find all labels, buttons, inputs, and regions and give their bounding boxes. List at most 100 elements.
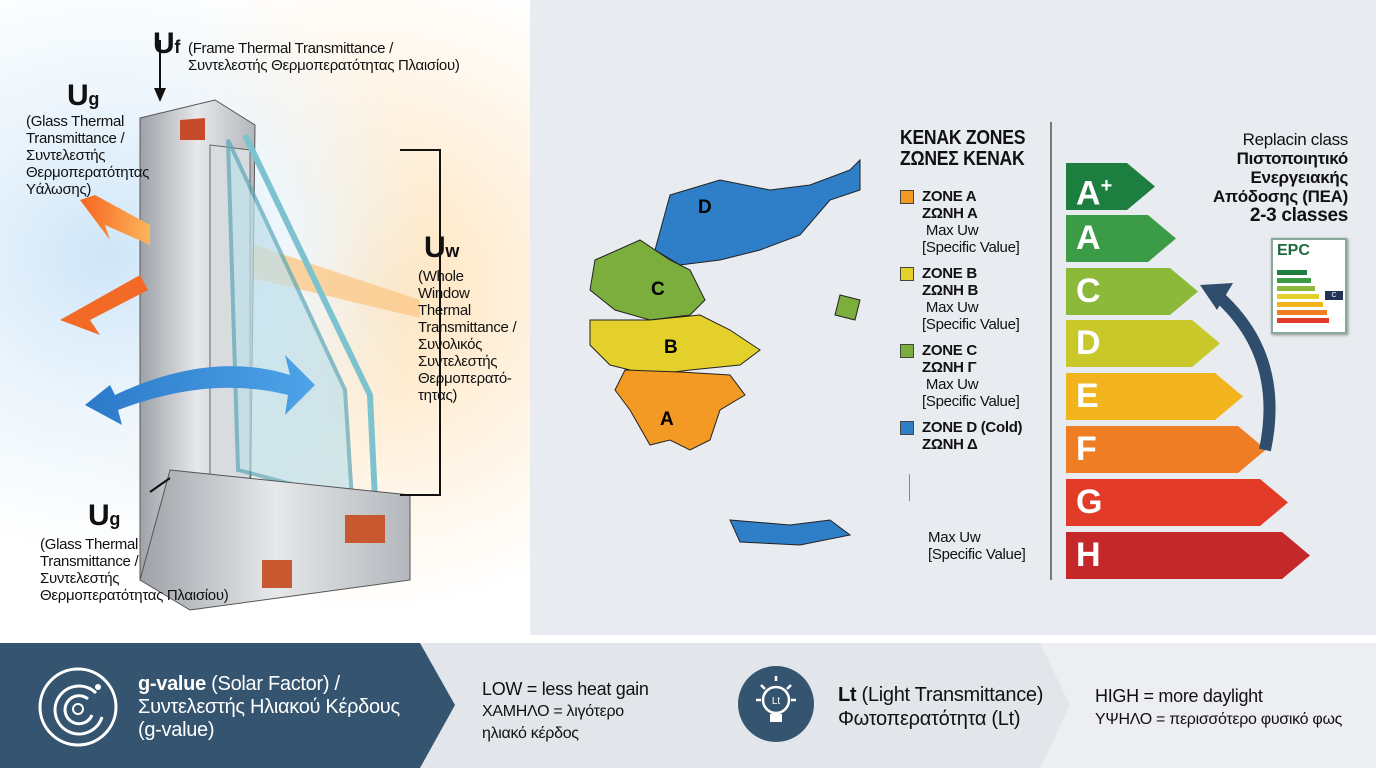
uf-description: (Frame Thermal Transmittance / Συντελεστ… bbox=[188, 40, 460, 74]
zone-note: Max Uw bbox=[925, 376, 979, 393]
light-bulb-icon: Lt bbox=[738, 666, 814, 742]
window-diagram-panel: Uf (Frame Thermal Transmittance / Συντελ… bbox=[0, 0, 530, 640]
zone-a-map-label: A bbox=[660, 409, 674, 430]
zone-d-swatch bbox=[900, 421, 914, 435]
energy-class-g: G bbox=[1066, 479, 1288, 526]
upgrade-arrow-icon bbox=[1200, 283, 1276, 452]
zone-c-region bbox=[589, 239, 706, 321]
island bbox=[834, 294, 861, 321]
uw-bracket bbox=[400, 149, 441, 496]
zone-note: [Specific Value] bbox=[922, 316, 1020, 333]
zone-b-region bbox=[589, 314, 761, 376]
lt-title-bold: Lt bbox=[838, 684, 857, 706]
g-title-gr: Συντελεστής Ηλιακού Κέρδους bbox=[138, 696, 400, 718]
heat-arrow-icon bbox=[80, 195, 150, 245]
energy-class-e: E bbox=[1066, 373, 1243, 420]
class-letter: H bbox=[1076, 536, 1101, 574]
ug-sub: g bbox=[88, 89, 100, 109]
zone-en: ZONE A bbox=[922, 188, 977, 205]
note-line: 2-3 classes bbox=[1249, 205, 1348, 226]
class-letter: C bbox=[1076, 272, 1101, 310]
solar-factor-icon bbox=[38, 667, 118, 747]
ug-symbol: U bbox=[67, 79, 89, 112]
class-sup: + bbox=[1100, 175, 1113, 197]
zone-c-swatch bbox=[900, 344, 914, 358]
desc-line: ΥΨΗΛΟ = περισσότερο φυσικό φως bbox=[1095, 711, 1343, 728]
heat-arrow-icon bbox=[60, 275, 148, 335]
class-letter: G bbox=[1076, 483, 1103, 521]
g-value-description: LOW = less heat gain ΧΑΜΗΛΟ = λιγότερο η… bbox=[482, 679, 649, 744]
bidirectional-arrow-icon bbox=[85, 355, 315, 425]
lt-icon-text: Lt bbox=[772, 696, 781, 707]
energy-class-c: C bbox=[1066, 268, 1198, 315]
note-line: Πιστοποιητικό bbox=[1236, 149, 1349, 168]
ug-sub: g bbox=[109, 509, 121, 529]
zone-gr: ΖΩΝΗ Γ bbox=[922, 359, 977, 376]
legend-title-en: KENAK ZONES bbox=[900, 127, 1026, 149]
class-letter: A bbox=[1076, 219, 1101, 257]
ug-bottom-label: Ug bbox=[88, 500, 120, 532]
upgrade-note: Replacin class Πιστοποιητικό Ενεργειακής… bbox=[1213, 130, 1348, 225]
zone-note: Max Uw bbox=[925, 299, 979, 316]
zone-en: ZONE D (Cold) bbox=[922, 419, 1023, 436]
uw-sub: w bbox=[445, 241, 460, 261]
note-line: Replacin class bbox=[1242, 130, 1349, 149]
uw-symbol: U bbox=[424, 231, 446, 264]
note-line: Απόδοσης (ΠΕΑ) bbox=[1213, 187, 1348, 206]
zone-a-swatch bbox=[900, 190, 914, 204]
lt-title: Lt (Light Transmittance) Φωτοπερατότητα … bbox=[838, 683, 1043, 731]
epc-badge: C bbox=[1325, 291, 1343, 300]
g-value-title: g-value (Solar Factor) / Συντελεστής Ηλι… bbox=[138, 673, 400, 742]
desc-line: ΧΑΜΗΛΟ = λιγότερο bbox=[482, 703, 624, 720]
class-letter: A bbox=[1076, 174, 1101, 213]
g-value-section bbox=[0, 643, 455, 768]
zone-gr: ΖΩΝΗ Α bbox=[922, 205, 978, 222]
zone-note: [Specific Value] bbox=[922, 393, 1020, 410]
crete-island bbox=[729, 519, 852, 546]
energy-class-f: F bbox=[1066, 426, 1266, 473]
desc-line: ηλιακό κέρδος bbox=[482, 725, 579, 742]
zone-b-swatch bbox=[900, 267, 914, 281]
g-title-sub: (g-value) bbox=[138, 719, 215, 741]
zone-en: ZONE B bbox=[922, 265, 977, 282]
divider bbox=[1050, 122, 1052, 580]
class-letter: F bbox=[1076, 430, 1097, 468]
note-line: Ενεργειακής bbox=[1250, 168, 1349, 187]
zone-en: ZONE C bbox=[922, 342, 977, 359]
lt-title-rest: (Light Transmittance) bbox=[856, 684, 1044, 706]
g-title-rest: (Solar Factor) / bbox=[205, 673, 340, 695]
zone-gr: ΖΩΝΗ Δ bbox=[922, 436, 978, 453]
g-title-bold: g-value bbox=[138, 673, 206, 695]
uf-symbol: U bbox=[153, 27, 175, 60]
energy-class-h: H bbox=[1066, 532, 1310, 579]
desc-line: LOW = less heat gain bbox=[482, 679, 649, 699]
uw-description: (Whole Window Thermal Transmittance / Συ… bbox=[418, 268, 517, 404]
zone-b-map-label: B bbox=[664, 337, 678, 358]
zone-note: [Specific Value] bbox=[922, 239, 1020, 256]
uf-sub: f bbox=[174, 37, 181, 57]
zone-note: Max Uw bbox=[925, 222, 979, 239]
legend-zone-d: ZONE D (Cold)ΖΩΝΗ Δ bbox=[900, 419, 1050, 453]
zone-a-region bbox=[614, 369, 746, 451]
uf-label: Uf bbox=[153, 28, 180, 60]
window-section-illustration bbox=[60, 40, 441, 611]
map-legend: KENAK ZONES ΖΩΝΕΣ ΚΕΝΑΚ bbox=[900, 128, 1042, 170]
zone-d-region bbox=[654, 158, 861, 266]
zone-d-map-label: D bbox=[698, 197, 712, 218]
lt-description: HIGH = more daylight ΥΨΗΛΟ = περισσότερο… bbox=[1095, 685, 1342, 731]
note: Max Uw bbox=[928, 529, 981, 546]
class-letter: D bbox=[1076, 324, 1101, 362]
energy-class-d: D bbox=[1066, 320, 1220, 367]
bottom-info-bar: g-value (Solar Factor) / Συντελεστής Ηλι… bbox=[0, 643, 1376, 768]
epc-title: EPC bbox=[1277, 242, 1310, 259]
extra-max-uw-note: Max Uw[Specific Value] bbox=[928, 529, 1026, 563]
desc-line: HIGH = more daylight bbox=[1095, 686, 1263, 706]
class-letter: E bbox=[1076, 377, 1099, 415]
ug-top-label: Ug bbox=[67, 80, 99, 112]
ug-symbol: U bbox=[88, 499, 110, 532]
note: [Specific Value] bbox=[928, 546, 1026, 563]
zone-gr: ΖΩΝΗ Β bbox=[922, 282, 979, 299]
